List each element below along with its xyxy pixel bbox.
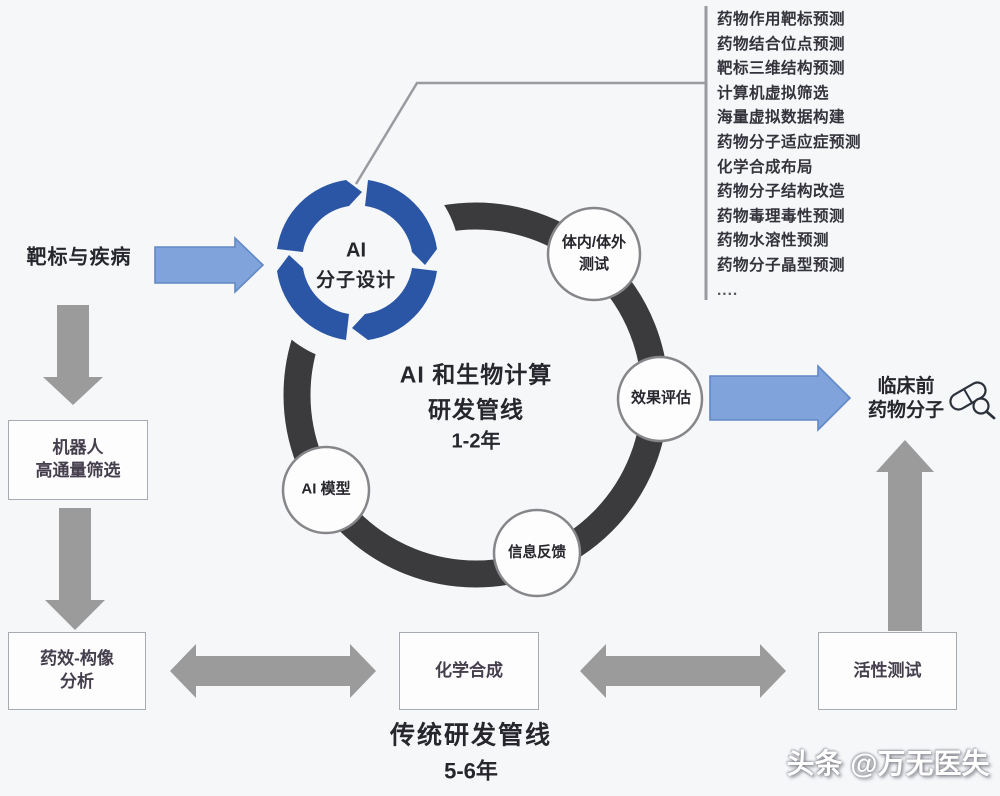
- pharmacodynamics-box: 药效-构像 分析: [8, 632, 146, 710]
- arrow-target-to-design: [154, 236, 265, 294]
- ai-cycle-label-line1: AI: [346, 239, 366, 262]
- traditional-pipeline-title: 传统研发管线: [389, 721, 553, 750]
- node-label-feedback: 信息反馈: [508, 544, 566, 561]
- ai-cycle-label-line2: 分子设计: [315, 270, 397, 292]
- source-label: 靶标与疾病: [26, 246, 132, 269]
- prediction-list: 药物作用靶标预测 药物结合位点预测 靶标三维结构预测 计算机虚拟筛选 海量虚拟数…: [717, 8, 997, 303]
- ai-cycle-arc-top-left: [277, 180, 362, 252]
- activity-test-box: 活性测试: [818, 632, 957, 710]
- pipeline-title-line1: AI 和生物计算: [399, 361, 553, 388]
- prediction-item: 化学合成布局: [717, 158, 814, 176]
- node-circle-evaluate: [616, 355, 704, 443]
- arrow-down-to-analysis: [45, 508, 105, 630]
- prediction-item: 海量虚拟数据构建: [717, 109, 846, 127]
- prediction-item: 靶标三维结构预测: [717, 60, 846, 78]
- prediction-item: 药物结合位点预测: [717, 35, 846, 53]
- ai-cycle-arc-bottom-left: [277, 255, 349, 340]
- magnifier-handle: [985, 410, 996, 420]
- prediction-item: 药物分子适应症预测: [717, 133, 862, 151]
- node-circle-model: [281, 445, 371, 535]
- node-label-test: 体内/体外 测试: [561, 234, 627, 273]
- node-circle-test: [546, 206, 642, 302]
- pill-divider-line: [963, 388, 973, 404]
- pipeline-duration: 1-2年: [451, 430, 501, 453]
- traditional-pipeline-duration: 5-6年: [444, 758, 498, 784]
- arrow-up-activity-to-preclinical: [876, 440, 934, 631]
- prediction-item: 药物分子晶型预测: [717, 256, 846, 274]
- node-label-model: AI 模型: [301, 480, 351, 498]
- ai-cycle-arc-top-right: [365, 180, 437, 265]
- prediction-item-ellipsis: ....: [717, 281, 739, 299]
- node-circle-feedback: [492, 508, 582, 598]
- chemical-synthesis-box: 化学合成: [399, 632, 539, 710]
- prediction-item: 药物分子结构改造: [717, 183, 846, 201]
- preclinical-result-label: 临床前 药物分子: [867, 376, 945, 421]
- robot-screening-box: 机器人 高通量筛选: [8, 420, 148, 500]
- prediction-item: 药物水溶性预测: [717, 232, 830, 250]
- prediction-item: 药物毒理毒性预测: [717, 207, 846, 225]
- prediction-item: 药物作用靶标预测: [717, 11, 846, 28]
- ai-cycle-arc-bottom-right: [352, 268, 437, 340]
- double-arrow-synthesis-activity: [580, 644, 786, 698]
- prediction-item: 计算机虚拟筛选: [717, 84, 830, 102]
- watermark: 头条 @万无医失: [786, 748, 990, 779]
- ai-cycle-icon: [277, 180, 437, 340]
- magnifier-lens: [972, 397, 990, 415]
- arrow-evaluate-to-preclinical: [709, 364, 852, 432]
- arrow-down-to-screening: [43, 305, 103, 405]
- pill-magnifier-icon: [949, 381, 996, 420]
- double-arrow-analysis-synthesis: [170, 644, 376, 698]
- pipeline-title-line2: 研发管线: [428, 396, 524, 423]
- connector-line: [354, 81, 706, 185]
- node-label-evaluate: 效果评估: [630, 389, 692, 407]
